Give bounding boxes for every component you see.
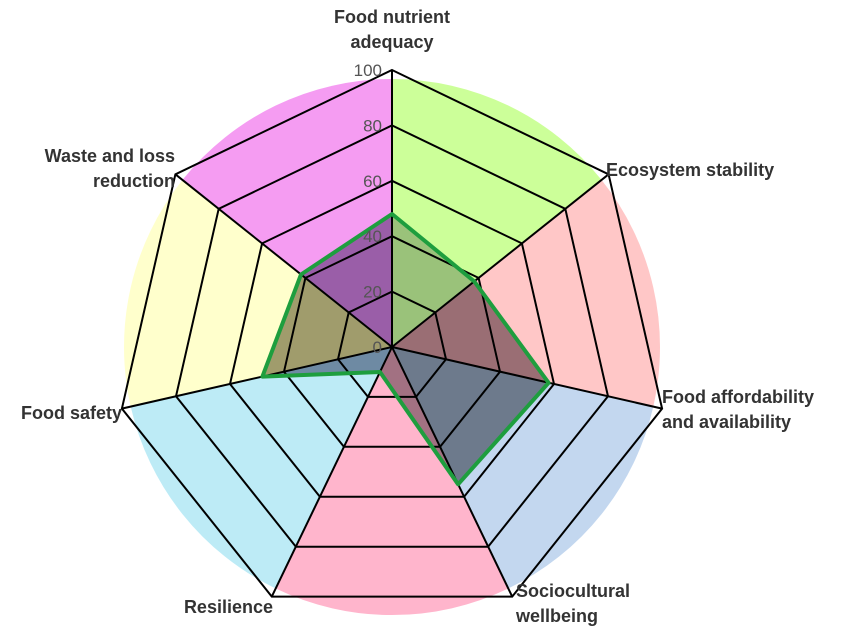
axis-spoke [270, 346, 393, 598]
series-outline [260, 212, 551, 487]
tick-label: 40 [363, 227, 382, 246]
sector-data-fill [392, 281, 549, 383]
sector-background [275, 347, 509, 616]
radar-grid [120, 68, 664, 598]
axis-spoke [121, 346, 393, 410]
grid-ring [174, 124, 610, 548]
tick-label: 20 [363, 283, 382, 302]
sector-data-fill [262, 274, 392, 377]
axis-spoke [391, 346, 663, 410]
axis-label: Ecosystem stability [606, 160, 774, 180]
sector-data-fills [262, 214, 549, 485]
grid-ring [336, 290, 448, 398]
grid-ring [120, 68, 664, 598]
sector-data-fill [392, 347, 549, 485]
tick-label: 100 [354, 61, 382, 80]
sector-background [130, 347, 392, 589]
grid-ring [228, 179, 556, 498]
axis-label: Resilience [184, 597, 273, 617]
tick-labels: 0 20 40 60 80 100 [354, 61, 382, 357]
data-series [260, 212, 551, 487]
sector-data-fill [380, 347, 459, 485]
axis-spoke [391, 346, 514, 598]
axis-spoke [391, 173, 610, 348]
tick-label: 80 [363, 116, 382, 135]
sector-data-fill [392, 214, 475, 347]
tick-label: 60 [363, 172, 382, 191]
axis-spoke [174, 173, 393, 348]
tick-label: 0 [373, 338, 382, 357]
axis-label: Food safety [21, 403, 122, 423]
